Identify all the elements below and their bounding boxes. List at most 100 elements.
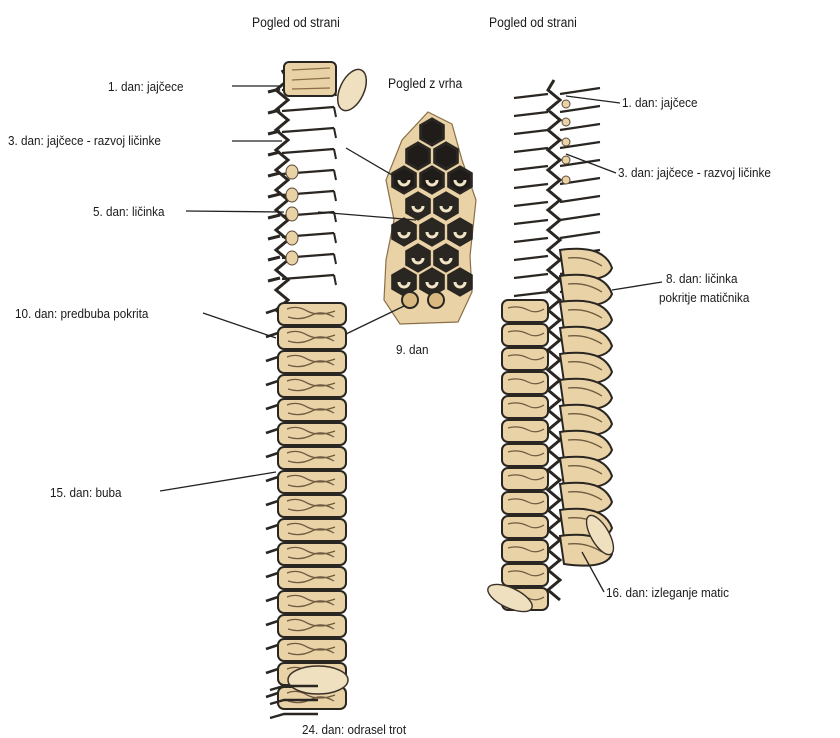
left-capped-cell [278,303,346,325]
left-capped-tick [266,525,278,529]
left-empty-cell-wall [282,149,334,153]
right-label-day16: 16. dan: izleganje matic [606,586,729,599]
left-label-day15: 15. dan: buba [50,486,122,499]
left-label-day3: 3. dan: jajčece - razvoj ličinke [8,134,161,147]
right-empty-cell-left [514,130,548,134]
right-empty-cell-left [514,238,548,242]
right-empty-cell-right [560,88,600,94]
right-empty-cell-left [514,292,548,296]
left-capped-tick [266,501,278,505]
left-larva [286,231,298,245]
left-capped-tick [266,405,278,409]
left-empty-tick [268,236,280,239]
right-midrib [548,80,560,600]
left-capped-tick [266,693,278,697]
left-empty-cell-stub [334,275,336,285]
left-empty-cell-wall [282,107,334,111]
leader-line [160,472,276,491]
right-empty-cell-left [514,202,548,206]
right-egg [562,100,570,108]
top-view-hex [393,219,416,245]
top-view-hex [421,269,444,295]
left-capped-cell [278,375,346,397]
left-capped-tick [266,381,278,385]
left-capped-cell [278,495,346,517]
left-emerging-bee-top [332,65,372,115]
left-capped-cell [278,591,346,613]
right-empty-cell-left [514,166,548,170]
left-capped-tick [266,357,278,361]
top-view-hex [393,269,416,295]
left-label-day5: 5. dan: ličinka [93,205,165,218]
top-view-hex [421,219,444,245]
right-empty-cell-left [514,184,548,188]
left-empty-tick [268,215,280,218]
top-view-capped [428,292,444,308]
right-empty-cell-left [514,220,548,224]
leader-line [346,306,404,334]
left-empty-cell-stub [334,170,336,180]
right-empty-cell-right [560,196,600,202]
left-larva [286,207,298,221]
right-label-day3: 3. dan: jajčece - razvoj ličinke [618,166,771,179]
left-view-header: Pogled od strani [252,16,340,30]
left-capped-cell [278,519,346,541]
left-capped-cell [278,447,346,469]
top-view-capped [402,292,418,308]
left-larva [286,251,298,265]
right-egg [562,156,570,164]
right-empty-cell-left [514,94,548,98]
left-capped-cell [278,327,346,349]
left-empty-tick [268,257,280,260]
left-capped-cell [278,423,346,445]
right-empty-cell-left [514,148,548,152]
left-capped-cell [278,351,346,373]
top-view-hex [393,167,416,193]
left-empty-cell-stub [334,233,336,243]
leader-line [612,282,662,290]
top-view-header: Pogled z vrha [388,77,462,91]
left-empty-cell-stub [334,191,336,201]
right-empty-cell-right [560,232,600,238]
left-empty-cell-wall [282,275,334,279]
top-view-hex [449,219,472,245]
left-empty-cell-wall [282,128,334,132]
top-view-hex [407,245,430,271]
top-view-caption: 9. dan [396,343,429,356]
left-capped-tick [266,549,278,553]
top-view-hex [421,119,444,145]
left-capped-cell [278,639,346,661]
left-capped-cell [278,567,346,589]
top-view-hex [407,193,430,219]
left-capped-cell [278,471,346,493]
left-label-day24: 24. dan: odrasel trot [302,723,406,736]
left-capped-tick [266,453,278,457]
right-egg [562,138,570,146]
left-label-day1: 1. dan: jajčece [108,80,183,93]
left-capped-tick [266,669,278,673]
left-empty-cell-stub [334,107,336,117]
top-view-hex [421,167,444,193]
left-capped-cell [278,615,346,637]
leader-line [203,313,276,338]
left-empty-tick [268,194,280,197]
top-view-hex [435,245,458,271]
left-comb [266,62,372,718]
left-label-day10: 10. dan: predbuba pokrita [15,307,148,320]
right-label-day1: 1. dan: jajčece [622,96,697,109]
leader-line [186,211,284,212]
left-bottom-cell [270,714,318,718]
left-larva [286,165,298,179]
top-view-hex [435,193,458,219]
right-view-header: Pogled od strani [489,16,577,30]
left-larva [286,188,298,202]
right-egg [562,118,570,126]
left-empty-cell-stub [334,254,336,264]
left-capped-cell [278,399,346,421]
left-capped-tick [266,621,278,625]
right-empty-cell-left [514,274,548,278]
left-adult-drone [288,666,348,694]
left-capped-tick [266,573,278,577]
